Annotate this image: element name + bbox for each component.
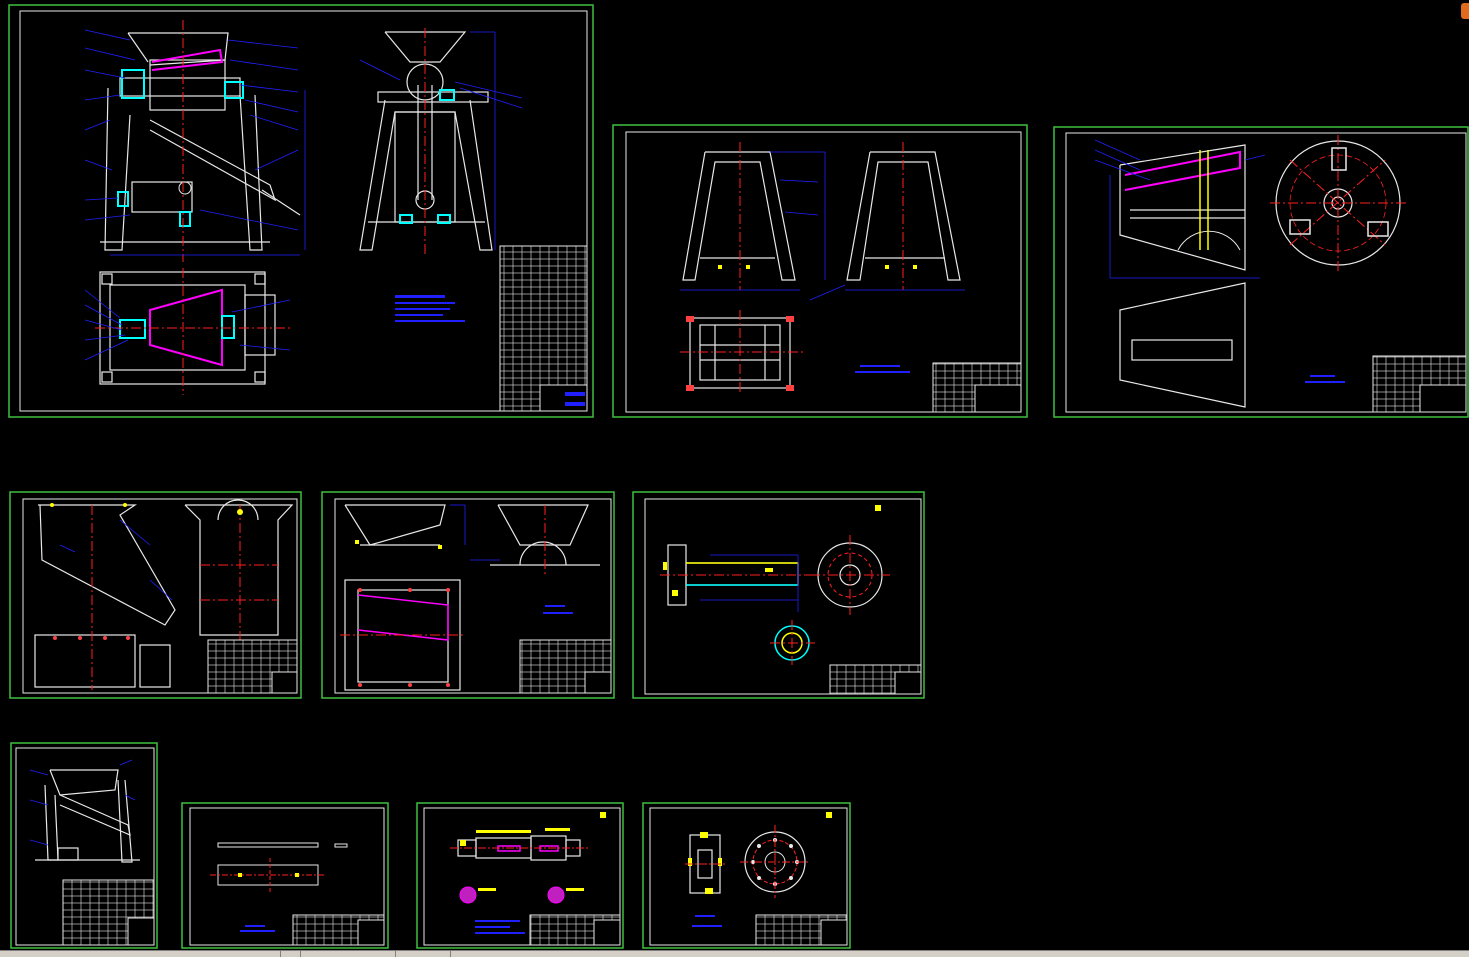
assembly-title-block xyxy=(499,245,588,412)
status-tab[interactable] xyxy=(395,951,451,957)
status-tab[interactable] xyxy=(230,951,281,957)
sheet-rotor-housing-drawing[interactable] xyxy=(1053,126,1469,418)
sheet-hopper-drawing[interactable] xyxy=(321,491,615,699)
assembly-front-view xyxy=(100,32,301,251)
sheet-plate-drawing[interactable] xyxy=(181,802,389,949)
assembly-bearings xyxy=(117,48,244,227)
status-bar xyxy=(0,950,1469,957)
assembly-leaders xyxy=(84,29,306,256)
sheet-small-assembly-drawing[interactable] xyxy=(10,742,158,949)
sheet-feed-chute-drawing[interactable] xyxy=(9,491,302,699)
sheet-spindle-drawing[interactable] xyxy=(416,802,624,949)
assembly-side-view xyxy=(359,31,493,251)
status-tab[interactable] xyxy=(355,951,396,957)
status-tab[interactable] xyxy=(280,951,301,957)
sheet-pulley-drawing[interactable] xyxy=(642,802,851,949)
sheet-shaft-drawing[interactable] xyxy=(632,491,925,699)
sheet-assembly-drawing[interactable] xyxy=(8,4,594,418)
app-badge-icon[interactable] xyxy=(1461,3,1469,19)
sheet-frame-stand-drawing[interactable] xyxy=(612,124,1028,418)
